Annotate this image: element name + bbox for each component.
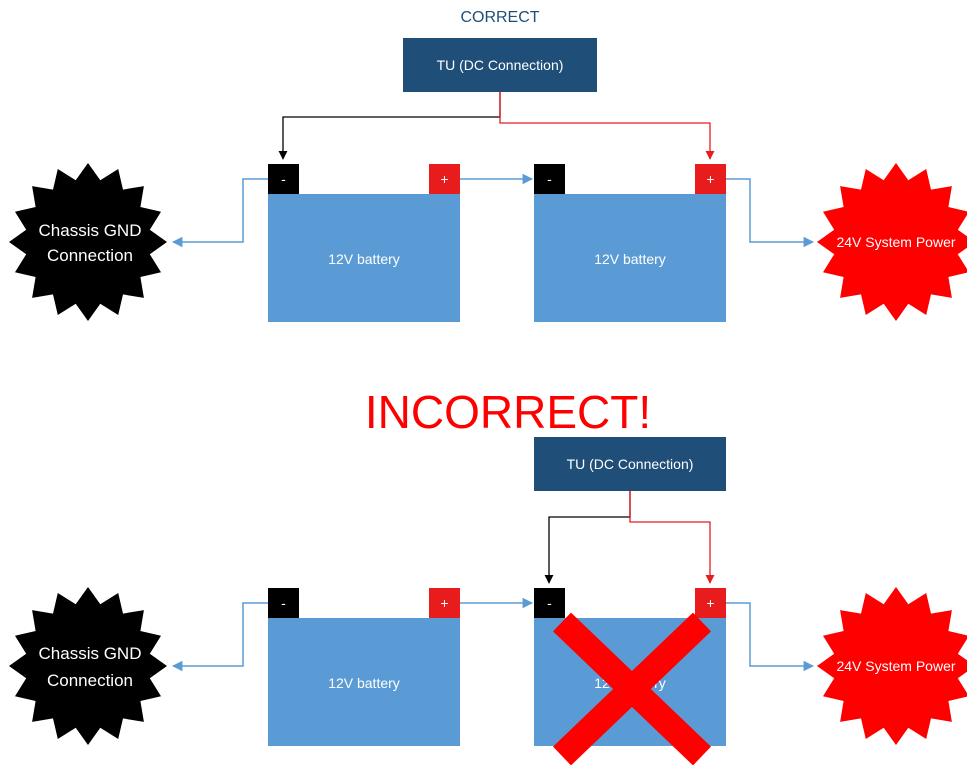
incorrect-battery-left-label: 12V battery [328, 675, 400, 691]
incorrect-tu-box: TU (DC Connection) [534, 437, 726, 491]
incorrect-battery-right-negative-terminal [534, 588, 565, 618]
incorrect-battery-left: - + 12V battery [268, 588, 460, 746]
correct-battery-right: - + 12V battery [534, 164, 726, 322]
correct-power-label: 24V System Power [836, 234, 955, 250]
incorrect-tu-label: TU (DC Connection) [567, 456, 694, 472]
correct-battery-left-label: 12V battery [328, 251, 400, 267]
incorrect-battery-left-negative-terminal [268, 588, 299, 618]
incorrect-cross-mark-icon [553, 612, 711, 765]
incorrect-power-label: 24V System Power [836, 658, 955, 674]
incorrect-battery-right-positive-sign: + [706, 595, 714, 611]
correct-battery-right-positive-sign: + [706, 171, 714, 187]
correct-battery-left: - + 12V battery [268, 164, 460, 322]
correct-battery-left-positive-terminal [429, 164, 460, 194]
incorrect-section: INCORRECT! TU (DC Connection) - + 12V ba… [9, 386, 967, 765]
incorrect-title: INCORRECT! [365, 386, 651, 438]
correct-ground-label-line2: Connection [47, 246, 133, 265]
incorrect-ground-wire [171, 602, 268, 672]
correct-battery-left-negative-terminal [268, 164, 299, 194]
incorrect-ground-label-line1: Chassis GND [39, 644, 142, 663]
incorrect-battery-right-positive-terminal [695, 588, 726, 618]
correct-battery-right-positive-terminal [695, 164, 726, 194]
correct-chassis-ground: Chassis GND Connection [9, 163, 167, 321]
correct-battery-right-label: 12V battery [594, 251, 666, 267]
correct-ground-wire [171, 178, 268, 248]
correct-ground-label-line1: Chassis GND [39, 221, 142, 240]
correct-power-wire [726, 178, 815, 248]
incorrect-tu-positive-wire [629, 491, 715, 584]
incorrect-chassis-ground: Chassis GND Connection [9, 587, 167, 745]
correct-section: CORRECT TU (DC Connection) - + 12V batte… [9, 9, 967, 322]
correct-tu-positive-wire [499, 92, 715, 160]
correct-battery-left-negative-sign: - [281, 171, 286, 187]
correct-tu-negative-wire [278, 92, 501, 160]
incorrect-battery-left-positive-terminal [429, 588, 460, 618]
incorrect-battery-right-negative-sign: - [547, 595, 552, 611]
incorrect-ground-label-line2: Connection [47, 671, 133, 690]
correct-tu-box: TU (DC Connection) [403, 38, 597, 92]
incorrect-battery-left-positive-sign: + [440, 595, 448, 611]
incorrect-system-power: 24V System Power [817, 587, 967, 745]
incorrect-tu-negative-wire [544, 491, 631, 584]
incorrect-power-wire [726, 602, 815, 672]
incorrect-battery-left-negative-sign: - [281, 595, 286, 611]
correct-system-power: 24V System Power [817, 163, 967, 321]
correct-battery-right-negative-terminal [534, 164, 565, 194]
correct-tu-label: TU (DC Connection) [437, 57, 564, 73]
correct-battery-right-negative-sign: - [547, 171, 552, 187]
correct-battery-left-positive-sign: + [440, 171, 448, 187]
correct-title: CORRECT [460, 9, 539, 26]
incorrect-battery-right: - + 12V battery [534, 588, 726, 746]
